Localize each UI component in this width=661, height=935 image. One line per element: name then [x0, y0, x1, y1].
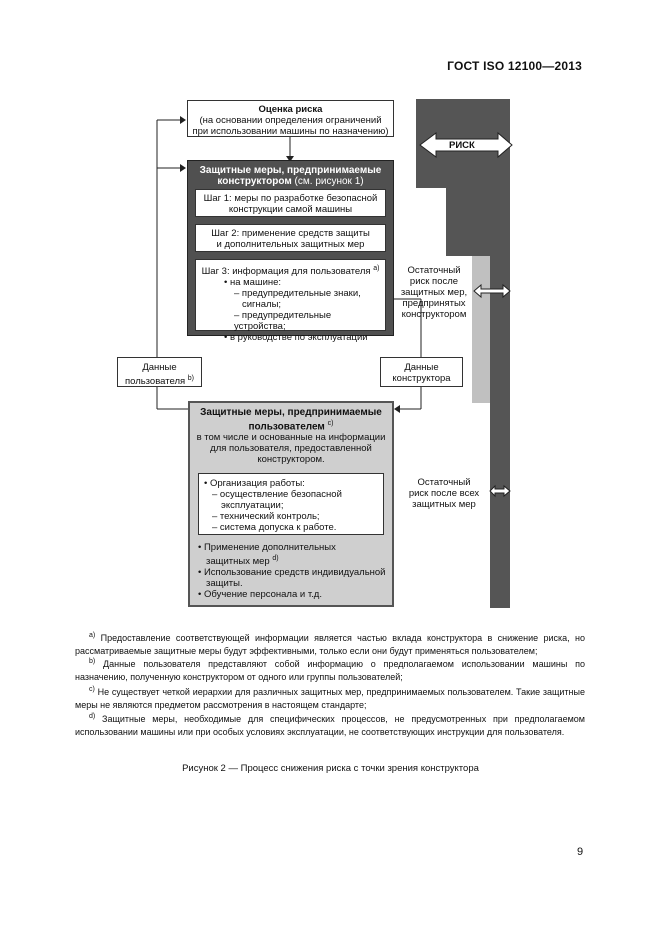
organisation-box: • Организация работы: – осуществление бе…	[198, 473, 384, 535]
user-data-box: Данные пользователя b)	[117, 357, 202, 387]
residual-designer-band	[472, 256, 490, 403]
list-item: сигналы;	[242, 299, 282, 311]
list-item: – система допуска к работе.	[212, 522, 337, 533]
list-item: защитных мер d)	[206, 555, 279, 568]
footnote-c: c) Не существует четкой иерархии для раз…	[75, 686, 585, 710]
footnote-d: d) Защитные меры, необходимые для специф…	[75, 713, 585, 737]
risk-assessment-subtitle-2: при использовании машины по назначению)	[192, 126, 389, 137]
page-number: 9	[577, 846, 584, 858]
risk-assessment-subtitle-1: (на основании определения ограничений	[199, 115, 382, 126]
risk-bar	[416, 99, 510, 608]
list-item: • Применение дополнительных	[198, 542, 336, 553]
residual-designer-label: Остаточный риск после защитных мер, пред…	[400, 265, 468, 320]
step-3-list: • на машине: – предупредительные знаки, …	[224, 277, 385, 343]
footnote-a: a) Предоставление соответствующей информ…	[75, 632, 585, 656]
user-measures-subtitle: в том числе и основанные на информации д…	[196, 432, 386, 466]
residual-all-arrow	[489, 484, 511, 498]
list-item: • Обучение персонала и т.д.	[198, 589, 322, 601]
standard-header: ГОСТ ISO 12100—2013	[447, 59, 582, 73]
risk-arrow	[419, 131, 513, 159]
user-measures-box: Защитные меры, предпринимаемые пользоват…	[188, 401, 394, 607]
risk-assessment-box: Оценка риска (на основании определения о…	[187, 100, 394, 137]
list-item: • Организация работы:	[204, 478, 305, 489]
designer-measures-title: Защитные меры, предпринимаемые конструкт…	[199, 165, 382, 187]
list-item: – предупредительные знаки,	[234, 288, 361, 300]
designer-data-box: Данные конструктора	[380, 357, 463, 387]
step-3-box: Шаг 3: информация для пользователя a) • …	[195, 259, 386, 343]
residual-designer-arrow	[473, 283, 511, 299]
list-item: защиты.	[206, 578, 243, 590]
risk-label: РИСК	[449, 140, 475, 151]
designer-measures-box: Защитные меры, предпринимаемые конструкт…	[187, 160, 394, 343]
risk-assessment-title: Оценка риска	[258, 104, 323, 115]
step-2-box: Шаг 2: применение средств защиты и допол…	[195, 224, 386, 252]
step-3-title: Шаг 3: информация для пользователя	[201, 266, 371, 278]
step-1-box: Шаг 1: меры по разработке безопасной кон…	[195, 189, 386, 217]
list-item: • Использование средств индивидуальной	[198, 567, 386, 579]
list-item: • в руководстве по эксплуатации	[224, 332, 368, 344]
list-item: – предупредительные устройства;	[234, 310, 332, 333]
user-measures-list: • Применение дополнительных защитных мер…	[198, 542, 385, 600]
list-item: • на машине:	[224, 277, 282, 289]
user-measures-title: Защитные меры, предпринимаемые пользоват…	[200, 407, 382, 433]
footnote-b: b) Данные пользователя представляют собо…	[75, 658, 585, 682]
residual-all-label: Остаточный риск после всех защитных мер	[408, 477, 480, 510]
figure-caption: Рисунок 2 — Процесс снижения риска с точ…	[182, 763, 479, 774]
list-item: – технический контроль;	[212, 511, 320, 522]
list-item: – осуществление безопасной	[212, 489, 342, 500]
list-item: эксплуатации;	[221, 500, 284, 511]
organisation-list: • Организация работы: – осуществление бе…	[204, 478, 383, 533]
